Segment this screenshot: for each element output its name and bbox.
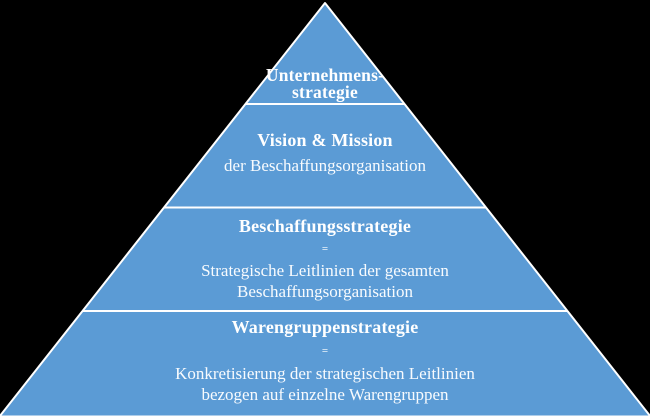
level-3-heading: Beschaffungsstrategie [238, 216, 412, 236]
level-4-warengruppenstrategie: Warengruppenstrategie = Konkretisierung … [0, 317, 650, 405]
level-1-heading: Unternehmens- strategie [265, 65, 385, 102]
level-3-body: Strategische Leitlinien der gesamten Bes… [201, 261, 449, 301]
level-4-heading: Warengruppenstrategie [231, 317, 419, 337]
level-2-heading: Vision & Mission [257, 130, 393, 150]
level-2-body: der Beschaffungsorganisation [224, 156, 426, 175]
level-2-vision-mission: Vision & Mission der Beschaffungsorganis… [0, 130, 650, 176]
level-4-equals-sign: = [321, 345, 329, 357]
level-1-unternehmensstrategie: Unternehmens- strategie [0, 65, 650, 102]
level-3-beschaffungsstrategie: Beschaffungsstrategie = Strategische Lei… [0, 216, 650, 302]
level-3-equals-sign: = [321, 243, 329, 255]
level-4-body: Konkretisierung der strategischen Leitli… [175, 364, 475, 404]
